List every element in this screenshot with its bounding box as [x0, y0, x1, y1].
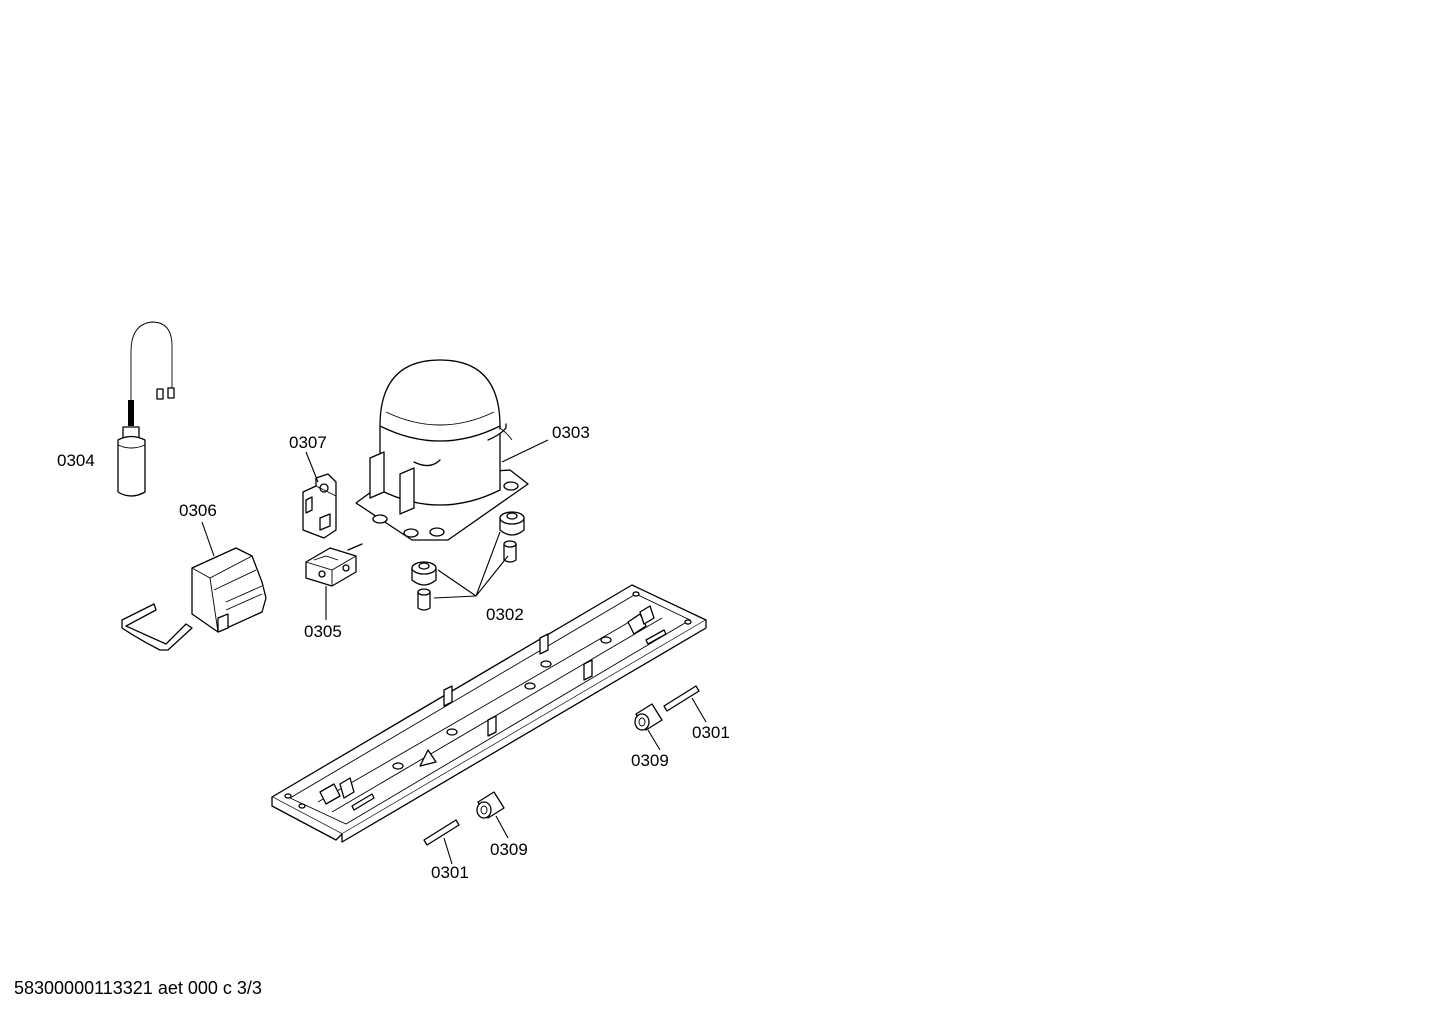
grommets-0302[interactable]	[411, 511, 525, 611]
pin-0301-upper[interactable]	[663, 685, 700, 712]
compressor-0303[interactable]	[355, 359, 529, 541]
leader-lines	[201, 439, 707, 865]
label-0301-lower: 0301	[431, 863, 469, 882]
label-0303: 0303	[552, 423, 590, 442]
overload-protector-0305[interactable]	[305, 543, 363, 587]
label-0307: 0307	[289, 433, 327, 452]
label-0306: 0306	[179, 501, 217, 520]
label-0301-upper: 0301	[692, 723, 730, 742]
label-0309-lower: 0309	[490, 840, 528, 859]
capacitor-0304[interactable]	[117, 321, 175, 497]
label-0304: 0304	[57, 451, 95, 470]
label-0302: 0302	[486, 605, 524, 624]
label-0309-upper: 0309	[631, 751, 669, 770]
pin-0301-lower[interactable]	[423, 819, 460, 846]
label-0305: 0305	[304, 622, 342, 641]
relay-0307[interactable]	[302, 473, 337, 539]
spacer-0309-lower[interactable]	[476, 791, 505, 819]
document-footer-id: 58300000113321 aet 000 c 3/3	[14, 978, 262, 998]
base-plate[interactable]	[271, 584, 707, 843]
terminal-cover-0306[interactable]	[121, 547, 267, 651]
spacer-0309-upper[interactable]	[634, 703, 663, 731]
